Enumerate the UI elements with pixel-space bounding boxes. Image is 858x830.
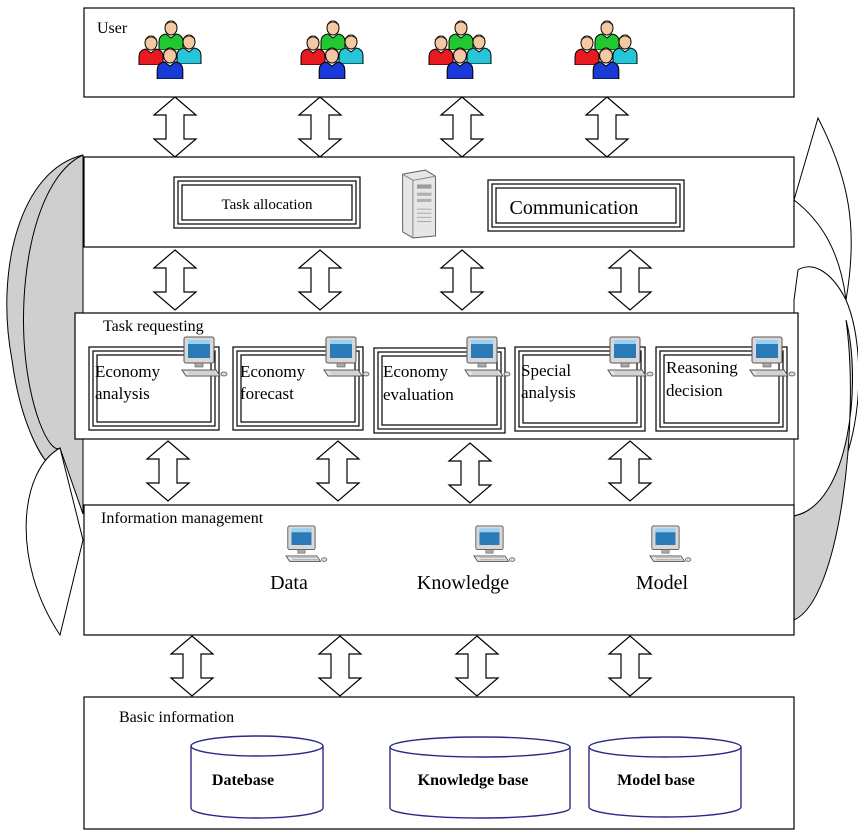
- user-layer-label: User: [97, 20, 128, 37]
- double-arrow-icon: [455, 635, 499, 697]
- basic-information-label: Basic information: [119, 709, 234, 726]
- communication-label: Communication: [510, 197, 639, 219]
- server-layer: Task allocation Communication: [83, 156, 795, 248]
- store-datebase: Datebase: [190, 735, 324, 819]
- module-label-line1: Economy: [383, 362, 449, 381]
- module-label-line1: Economy: [95, 362, 161, 381]
- left-loop-arrow: [6, 154, 84, 637]
- arrows-info-basic: [170, 635, 652, 697]
- double-arrow-icon: [585, 96, 629, 158]
- module-label-line2: decision: [666, 381, 723, 400]
- store-label: Datebase: [212, 772, 274, 789]
- module-economy-analysis: Economy analysis: [88, 336, 228, 431]
- double-arrow-icon: [316, 440, 360, 502]
- double-arrow-icon: [298, 249, 342, 311]
- double-arrow-icon: [170, 635, 214, 697]
- info-item-model: Model: [636, 572, 689, 594]
- double-arrow-icon: [153, 249, 197, 311]
- task-requesting-label: Task requesting: [103, 318, 204, 335]
- double-arrow-icon: [608, 635, 652, 697]
- information-management-layer: Information management Data Knowledge Mo…: [83, 504, 795, 636]
- info-item-data: Data: [270, 572, 308, 594]
- user-layer: User: [83, 7, 795, 98]
- double-arrow-icon: [608, 249, 652, 311]
- arrows-server-tasks: [153, 249, 652, 311]
- double-arrow-icon: [318, 635, 362, 697]
- module-label-line1: Economy: [240, 362, 306, 381]
- store-label: Knowledge base: [418, 772, 529, 789]
- store-knowledge-base: Knowledge base: [389, 736, 571, 819]
- arrows-tasks-info: [146, 440, 652, 504]
- double-arrow-icon: [440, 96, 484, 158]
- module-label-line1: Special: [521, 361, 571, 380]
- double-arrow-icon: [440, 249, 484, 311]
- module-economy-forecast: Economy forecast: [232, 336, 370, 431]
- right-loop-arrow: [793, 116, 858, 621]
- module-label-line1: Reasoning: [666, 358, 738, 377]
- info-item-knowledge: Knowledge: [417, 572, 509, 594]
- basic-information-layer: Basic information Datebase Knowledge bas…: [83, 696, 795, 830]
- module-reasoning-decision: Reasoning decision: [655, 336, 796, 432]
- double-arrow-icon: [608, 440, 652, 502]
- module-special-analysis: Special analysis: [514, 336, 654, 432]
- task-allocation-label: Task allocation: [221, 197, 313, 213]
- task-allocation-box: Task allocation: [173, 176, 361, 229]
- module-economy-evaluation: Economy evaluation: [373, 336, 511, 434]
- double-arrow-icon: [153, 96, 197, 158]
- store-model-base: Model base: [588, 736, 742, 818]
- module-label-line2: analysis: [521, 383, 576, 402]
- communication-box: Communication: [487, 179, 685, 232]
- module-label-line2: analysis: [95, 384, 150, 403]
- arrows-user-server: [153, 96, 629, 158]
- information-management-label: Information management: [101, 510, 264, 527]
- module-label-line2: evaluation: [383, 385, 454, 404]
- store-label: Model base: [617, 772, 695, 789]
- double-arrow-icon: [298, 96, 342, 158]
- task-requesting-layer: Task requesting Economy analysis Economy…: [74, 312, 799, 440]
- module-label-line2: forecast: [240, 384, 294, 403]
- server-icon: [402, 169, 437, 239]
- double-arrow-icon: [146, 440, 190, 502]
- double-arrow-icon: [448, 442, 492, 504]
